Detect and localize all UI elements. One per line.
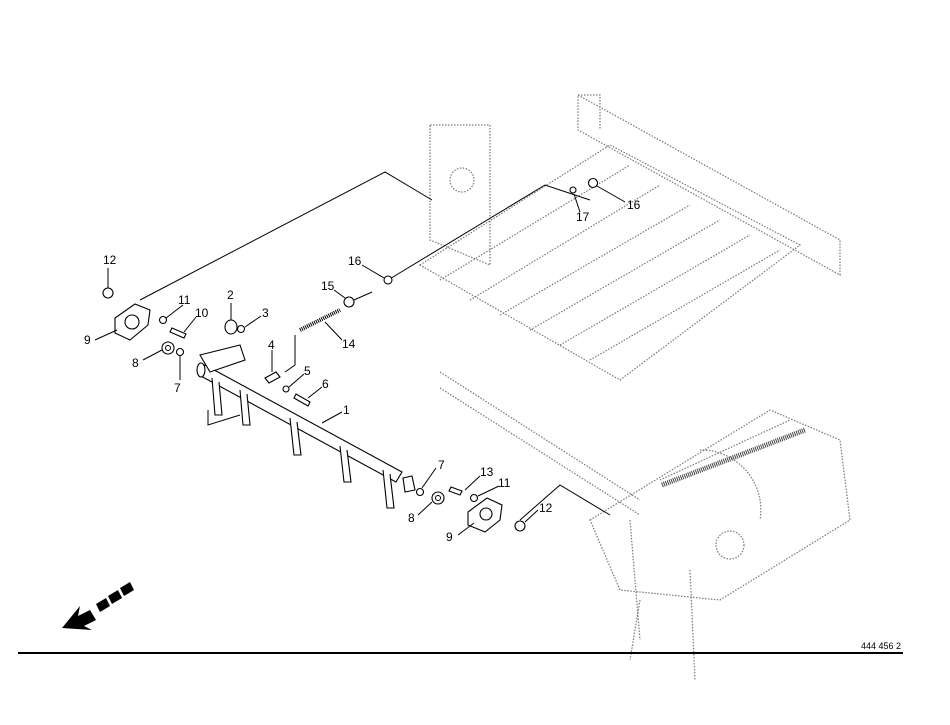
callout-5: 5 xyxy=(304,364,311,378)
travel-direction-arrow-icon xyxy=(62,582,134,630)
leader-line xyxy=(519,484,611,521)
leader-line xyxy=(387,184,591,281)
callouts: 12 11 10 9 8 7 2 3 4 5 6 14 15 16 17 16 … xyxy=(84,198,641,544)
callout-1: 1 xyxy=(343,403,350,417)
callout-8b: 8 xyxy=(408,511,415,525)
callout-7: 7 xyxy=(174,381,181,395)
callout-11: 11 xyxy=(178,293,191,307)
shaft-assembly xyxy=(196,344,403,509)
callout-12: 12 xyxy=(103,253,117,267)
callout-17: 17 xyxy=(576,210,590,224)
callout-9: 9 xyxy=(84,333,91,347)
callout-14: 14 xyxy=(342,337,356,351)
callout-12b: 12 xyxy=(539,501,553,515)
callout-9b: 9 xyxy=(446,530,453,544)
callout-8: 8 xyxy=(132,356,139,370)
leader-line xyxy=(139,171,433,301)
machine-frame xyxy=(418,93,851,681)
drawing-reference-number: 444 456 2 xyxy=(861,641,901,651)
frame-spring xyxy=(661,427,806,488)
callout-10: 10 xyxy=(195,306,209,320)
callout-4: 4 xyxy=(268,338,275,352)
callout-16b: 16 xyxy=(627,198,641,212)
callout-11b: 11 xyxy=(498,476,511,490)
callout-2: 2 xyxy=(227,288,234,302)
callout-3: 3 xyxy=(262,306,269,320)
callout-6: 6 xyxy=(322,377,329,391)
small-parts xyxy=(102,177,599,533)
spring-14 xyxy=(299,308,341,332)
callout-7b: 7 xyxy=(438,458,445,472)
callout-13: 13 xyxy=(480,465,494,479)
callout-15: 15 xyxy=(321,279,335,293)
callout-leaders xyxy=(94,185,626,536)
callout-16: 16 xyxy=(348,254,362,268)
